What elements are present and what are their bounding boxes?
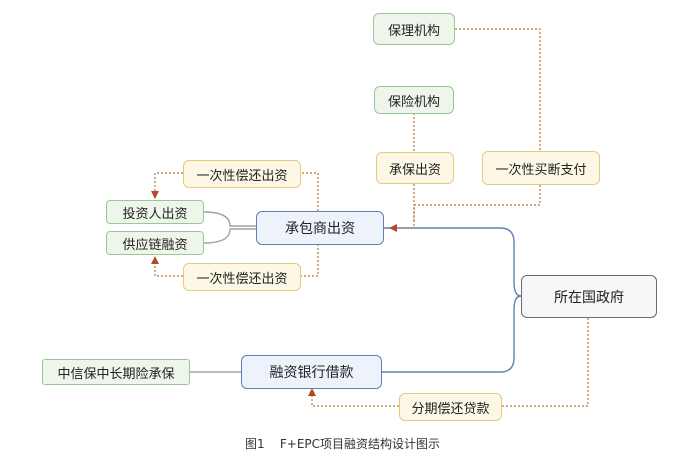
connector-underwriting-to-contractor bbox=[389, 184, 415, 232]
connector-government-to-installment bbox=[502, 318, 589, 407]
insurance-institution-node: 保险机构 bbox=[374, 86, 454, 114]
installment-repay-node: 分期偿还贷款 bbox=[399, 393, 502, 421]
investor-funding-node: 投资人出资 bbox=[106, 200, 204, 224]
connector-installment-to-bank bbox=[308, 388, 399, 407]
connector-contractor-to-government bbox=[384, 227, 522, 297]
one-time-repay-bottom-node: 一次性偿还出资 bbox=[183, 263, 301, 291]
factoring-institution-node: 保理机构 bbox=[373, 13, 455, 45]
local-government-node: 所在国政府 bbox=[521, 275, 657, 318]
figure-caption: 图1 F+EPC项目融资结构设计图示 bbox=[244, 437, 441, 451]
contractor-funding-node: 承包商出资 bbox=[256, 211, 384, 245]
underwriting-funding-node: 承保出资 bbox=[376, 152, 454, 184]
one-time-buyout-node: 一次性买断支付 bbox=[482, 151, 600, 185]
connector-repay-top-to-investor bbox=[155, 172, 319, 211]
bank-loan-node: 融资银行借款 bbox=[241, 355, 382, 389]
one-time-repay-top-node: 一次性偿还出资 bbox=[183, 160, 301, 188]
sinosure-underwriting-node: 中信保中长期险承保 bbox=[42, 359, 190, 385]
connector-bank-to-government bbox=[382, 295, 522, 373]
connector-investor-to-contractor bbox=[203, 211, 256, 227]
connector-buyout-to-contractor bbox=[413, 185, 541, 222]
connector-factoring-to-buyout bbox=[455, 28, 541, 151]
connector-repay-bottom-to-supplychain bbox=[155, 244, 319, 277]
connector-supplychain-to-contractor bbox=[203, 228, 256, 244]
supply-chain-finance-node: 供应链融资 bbox=[106, 231, 204, 255]
